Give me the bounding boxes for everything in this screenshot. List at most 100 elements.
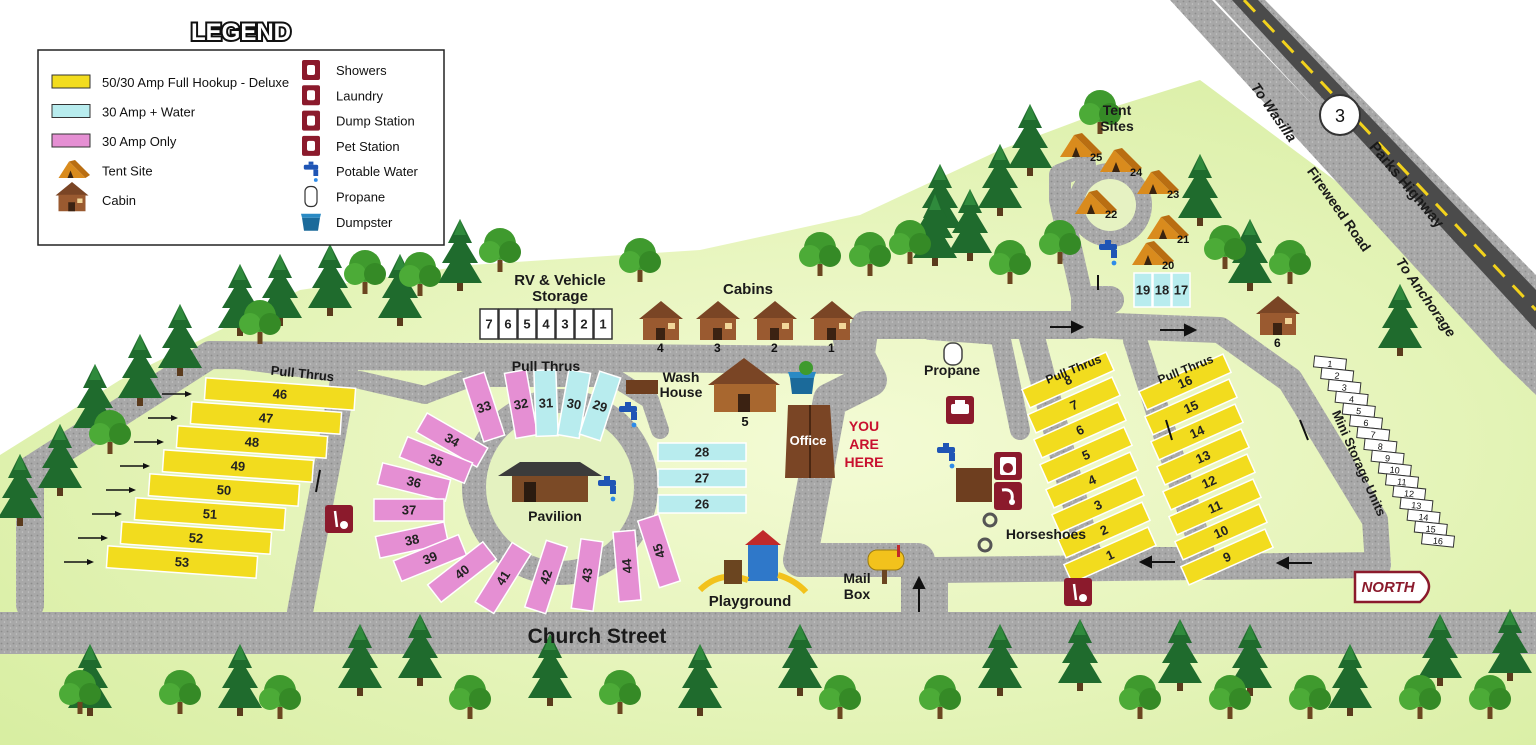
- direction-arrow: [148, 415, 178, 421]
- site-pad: 45: [636, 513, 682, 589]
- storage-unit-number: 16: [1432, 535, 1443, 546]
- cabin-icon: 4: [639, 301, 683, 355]
- legend-item: Dump Station: [302, 110, 415, 131]
- site-number: 35: [426, 450, 445, 469]
- site-number: 43: [579, 567, 596, 583]
- site-pad: 10: [1173, 503, 1269, 561]
- direction-arrow: [106, 487, 136, 493]
- tent-sites-label-line1: Tent: [1103, 102, 1132, 118]
- site-number: 42: [537, 568, 556, 586]
- laundry-icon: [302, 85, 320, 106]
- legend-label: Dump Station: [336, 114, 415, 129]
- tent-icon: 25: [1060, 133, 1102, 164]
- legend-swatch: [51, 74, 91, 89]
- site-number: 5: [523, 317, 530, 332]
- direction-arrow: [162, 391, 192, 397]
- legend-item: 50/30 Amp Full Hookup - Deluxe: [51, 74, 289, 90]
- pet-station-icon: [302, 135, 320, 156]
- site-number: 49: [230, 458, 245, 474]
- you-are-here-line2: ARE: [849, 436, 879, 452]
- legend-label: Pet Station: [336, 139, 400, 154]
- you-are-here-line3: HERE: [845, 454, 884, 470]
- site-pad: 26: [657, 494, 747, 514]
- site-pad: 37: [373, 498, 445, 522]
- storage-unit-number: 7: [1370, 430, 1376, 440]
- storage-slot: 2: [574, 308, 594, 340]
- tent-sites-label-line2: Sites: [1100, 118, 1134, 134]
- site-pad: 30: [556, 368, 592, 440]
- site-pad: 31: [533, 368, 559, 438]
- site-pad: 2: [1056, 501, 1152, 559]
- highway-number: 3: [1335, 106, 1345, 126]
- site-pad: 35: [398, 435, 474, 485]
- site-number: 11: [1206, 497, 1225, 516]
- rv-storage-label-line2: Storage: [532, 288, 588, 305]
- legend-item: Potable Water: [303, 161, 419, 182]
- site-pad: 47: [189, 400, 343, 436]
- storage-slot: 4: [536, 308, 556, 340]
- site-pad: 43: [570, 537, 604, 613]
- site-pad: 44: [612, 529, 642, 603]
- storage-slot: 7: [479, 308, 499, 340]
- site-pad: 48: [175, 424, 329, 460]
- site-pad: 7: [1026, 376, 1122, 434]
- propane-label: Propane: [924, 362, 980, 378]
- pull-thrus-center-label: Pull Thrus: [512, 358, 581, 374]
- site-pad: 8: [1020, 351, 1116, 409]
- site-number: 53: [174, 554, 189, 570]
- site-pad: 28: [657, 442, 747, 462]
- site-pad: 53: [105, 544, 259, 580]
- site-pad: 39: [392, 533, 468, 583]
- mailbox-icon: [867, 545, 905, 584]
- site-pad: 32: [503, 368, 539, 440]
- site-pad: 18: [1152, 272, 1172, 308]
- site-number: 31: [539, 395, 554, 410]
- cabin-icon: 2: [753, 301, 797, 355]
- dump-station-icon: [946, 396, 974, 424]
- site-pad: 17: [1171, 272, 1191, 308]
- site-number: 1: [599, 317, 606, 332]
- site-pad: 52: [119, 520, 273, 556]
- site-pad: 27: [657, 468, 747, 488]
- pull-thrus-left-label: Pull Thrus: [270, 363, 335, 385]
- site-number: 27: [695, 471, 709, 486]
- storage-unit-number: 5: [1356, 406, 1362, 416]
- pavilion-label: Pavilion: [528, 508, 582, 524]
- site-number: 2: [580, 317, 587, 332]
- site-number: 46: [272, 386, 287, 402]
- site-pad: 3: [1050, 476, 1146, 534]
- cabins-label: Cabins: [723, 281, 773, 298]
- north-label: NORTH: [1361, 579, 1415, 596]
- site-number: 29: [591, 397, 609, 416]
- legend-label: Showers: [336, 63, 387, 78]
- storage-unit: 14: [1406, 508, 1441, 525]
- storage-slot: 6: [498, 308, 518, 340]
- site-number: 41: [493, 568, 513, 588]
- dump-station-icon: [302, 110, 320, 131]
- legend-label: 30 Amp + Water: [102, 105, 196, 120]
- site-number: 4: [542, 317, 550, 332]
- pet-station-icon: [325, 505, 353, 533]
- legend-item: Pet Station: [302, 135, 400, 156]
- rv-storage-label-line1: RV & Vehicle: [514, 272, 605, 289]
- tent-icon: 23: [1137, 170, 1179, 201]
- horseshoes-label: Horseshoes: [1006, 526, 1086, 542]
- shower-icon: [302, 60, 320, 80]
- cabin-number: 3: [714, 341, 721, 355]
- site-number: 37: [402, 503, 416, 518]
- church-street-road: [0, 612, 1536, 654]
- site-number: 19: [1136, 283, 1150, 298]
- legend-label: Cabin: [102, 193, 136, 208]
- site-pad: 9: [1179, 528, 1275, 586]
- site-number: 6: [504, 317, 511, 332]
- cabin-icon: 1: [810, 301, 854, 355]
- cabin-5-building: [708, 358, 780, 412]
- cabin-icon: 6: [1256, 296, 1300, 350]
- site-number: 30: [566, 395, 583, 412]
- site-pad: 34: [415, 411, 489, 469]
- site-pad: 36: [376, 461, 452, 503]
- tent-site-number: 20: [1162, 260, 1174, 272]
